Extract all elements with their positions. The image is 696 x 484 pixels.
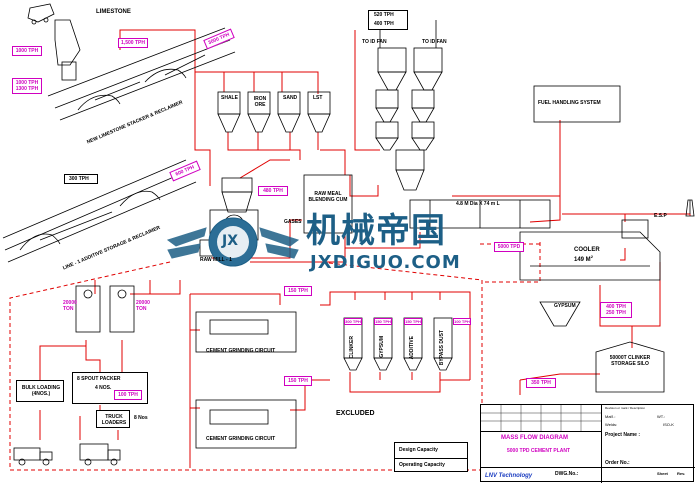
silo-label-additive: ADDITIVE [409,336,415,360]
welds-label: Welds: [605,422,618,427]
sheet-label: Sheet [657,471,668,476]
bulk-loading-box: BULK LOADING (4NOS.) [16,380,64,402]
id-fan-label-2: TO ID FAN [422,39,447,45]
spout-packer-count: 4 NOS. [95,385,112,391]
raw-meal-label: RAW MEAL BLENDING CUM [308,191,348,203]
cap-gypsum-250: 250 TPH [606,310,626,316]
iso-label: ISO-K [663,422,674,427]
title-block-bottom-divider [481,467,695,468]
cap-id-fan: 520 TPH 400 TPH [368,10,408,30]
wt-label: WT.: [657,414,665,419]
cap-kiln-5000: 5000 TPD [494,242,524,252]
cooler-area-exponent: 2 [590,254,593,259]
cap-lime-1000-1300: 1000 TPH 1300 TPH [12,78,42,94]
title-block-divider [601,431,602,483]
cooler-label: COOLER [574,247,600,253]
flow-lines [9,29,691,471]
cap-lime-1000-line: 1000 TPH [15,80,39,86]
cooler-area-label: 149 M2 [574,254,593,264]
silo-label-clinker: CLINKER [349,336,355,359]
fuel-handling-label: FUEL HANDLING SYSTEM [538,100,601,106]
cap-additive-300: 300 TPH [64,174,98,184]
cap-id-fan-520: 520 TPH [374,12,394,18]
raw-mill-label: RAW MILL - 1 [200,257,232,263]
truck-loaders-box: TRUCK LOADERS [96,410,130,428]
cap-cem-150-b: 150 TPH [284,376,312,386]
legend-operating: Operating Capacity [399,462,445,468]
watermark-emblem [166,217,300,267]
clinker-silo-label: 50000T CLINKER STORAGE SILO [609,355,651,367]
watermark-emblem-text: JX [222,233,239,249]
title-sub: 5000 TPD CEMENT PLANT [507,448,571,454]
title-block-grid-lines [481,405,601,431]
title-main: MASS FLOW DIAGRAM [501,435,568,441]
cap-id-fan-400: 400 TPH [374,21,394,27]
limestone-label: LIMESTONE [96,9,131,15]
order-label: Order No.: [605,460,630,466]
bulk-loading-label: BULK LOADING (4NOS.) [21,385,61,397]
cap-lime-1300-line: 1300 TPH [15,86,39,92]
truck-loaders-label: TRUCK LOADERS [101,414,127,426]
cap-cem-150-a: 150 TPH [284,286,312,296]
cap-lime-1000: 1000 TPH [12,46,42,56]
company-logo: LNV Technology [485,473,533,479]
legend-divider [395,458,467,459]
cap-additive-300-text: 300 TPH [69,176,89,182]
spout-packer-label: 8 SPOUT PACKER [77,376,121,382]
cement-grinding-label-1: CEMENT GRINDING CIRCUIT [206,348,276,354]
bin-label-shale: SHALE [221,95,238,101]
id-fan-label-1: TO ID FAN [362,39,387,45]
cap-gypsum-400: 400 TPH [606,304,626,310]
cap-lime-1500: 1,500 TPH [118,38,148,48]
esp-label: E.S.P [654,213,667,219]
title-block-grid [481,405,602,432]
silo-label-gypsum: GYPSUM [379,336,385,358]
cap-raw-mill-480: 480 TPH [258,186,288,196]
cement-silo-cap-2: 20000 TON [136,300,150,312]
bin-label-iron-ore: IRON ORE [253,96,267,108]
watermark-cn: 机械帝国 [306,211,446,251]
kiln-label: 4.8 M Dia X 74 m L [456,201,500,207]
mat-label: Mat'l.: [605,414,616,419]
cooler-area-value: 149 M [574,257,591,263]
rev-desc-label: Revision or mark / Description [605,406,646,410]
cap-to-mills-350: 350 TPH [526,378,556,388]
rev-label: Rev. [677,471,686,476]
legend-design: Design Capacity [399,447,438,453]
gases-label: GASES [284,219,302,225]
legend-box: Design Capacity Operating Capacity [394,442,468,472]
watermark-en: JXDIGUO.COM [310,252,461,273]
dwg-label: DWG.No.: [555,471,579,477]
silo-label-bypass-dust: BYPASS DUST [439,330,445,366]
cap-silo-150-b: 150 TPH [404,318,422,325]
excluded-label: EXCLUDED [336,410,375,417]
cap-silo-150-a: 150 TPH [374,318,392,325]
project-label: Project Name : [605,432,641,438]
cement-silo-cap-1: 20000 TON [63,300,77,312]
bin-label-lst: LST [313,95,323,101]
title-block: Revision or mark / Description Mat'l.: W… [480,404,695,483]
cap-gypsum: 400 TPH 250 TPH [600,302,632,318]
cap-packer-100: 100 TPH [114,390,142,400]
cap-silo-100: 100 TPH [453,318,471,325]
gypsum-label: GYPSUM [554,303,576,309]
bin-label-sand: SAND [283,95,298,101]
cement-grinding-label-2: CEMENT GRINDING CIRCUIT [206,436,276,442]
truck-loaders-count: 8 Nos [134,415,148,421]
cap-silo-300: 300 TPH [344,318,362,325]
